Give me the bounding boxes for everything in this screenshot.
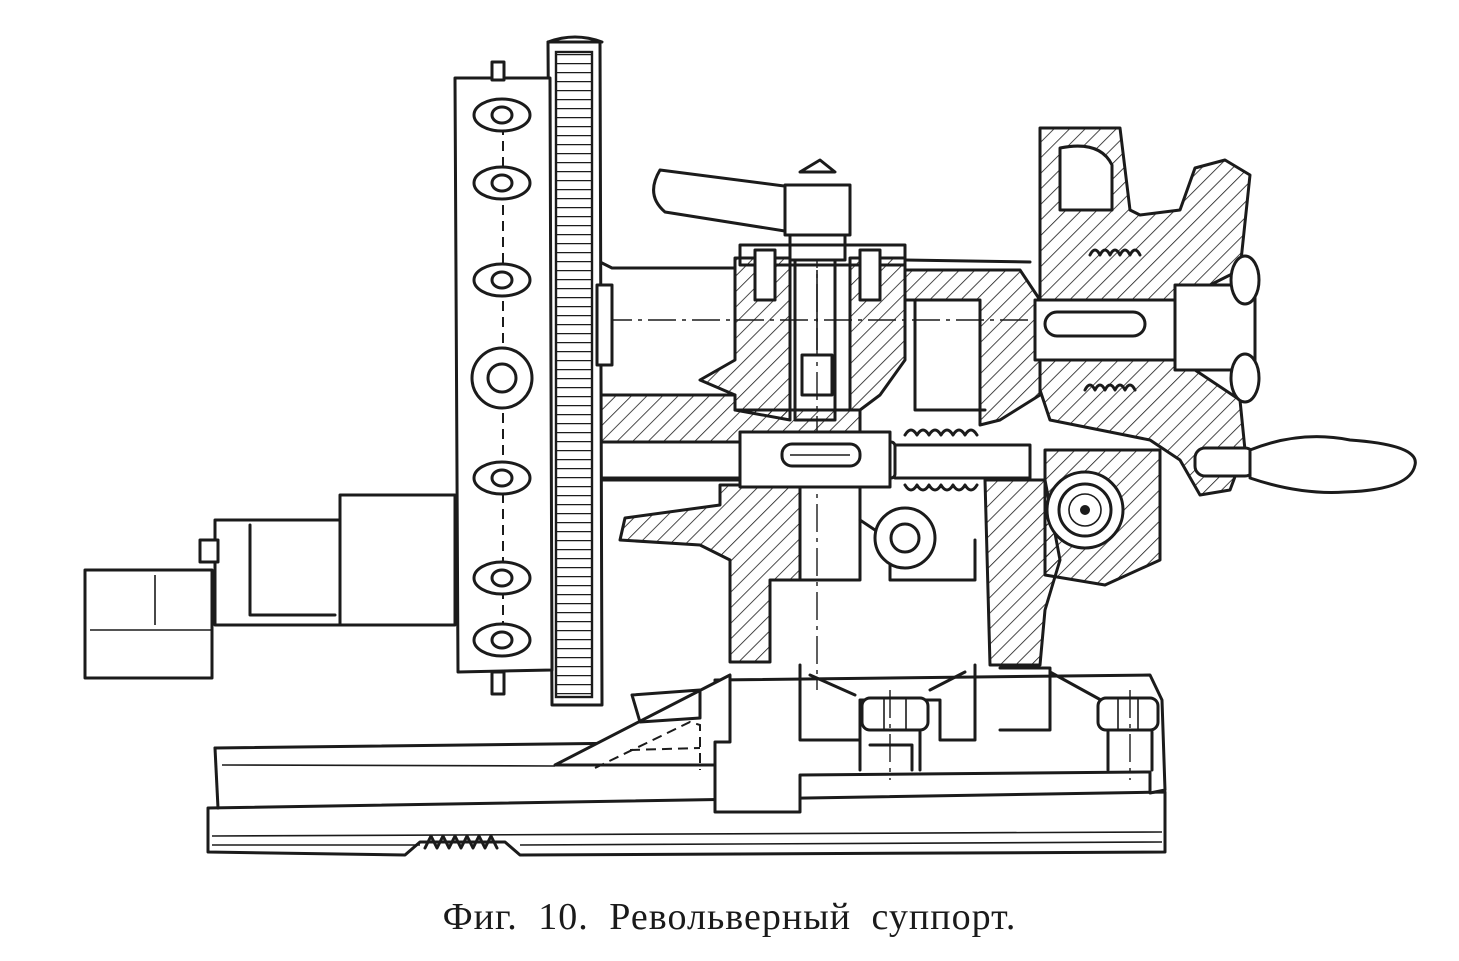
tool-holder [83, 493, 457, 680]
figure-caption: Фиг. 10. Револьверный суппорт. [442, 896, 1017, 938]
saddle [553, 663, 1167, 814]
worm-gear [1043, 448, 1162, 587]
indexing-gear [546, 35, 614, 707]
handwheel-assembly [1033, 126, 1261, 497]
base-slide [206, 740, 1167, 857]
tool-holes [470, 97, 534, 658]
turret-head-plate [453, 60, 554, 696]
crank-handle [1193, 435, 1417, 494]
clamping-lever [652, 158, 907, 302]
